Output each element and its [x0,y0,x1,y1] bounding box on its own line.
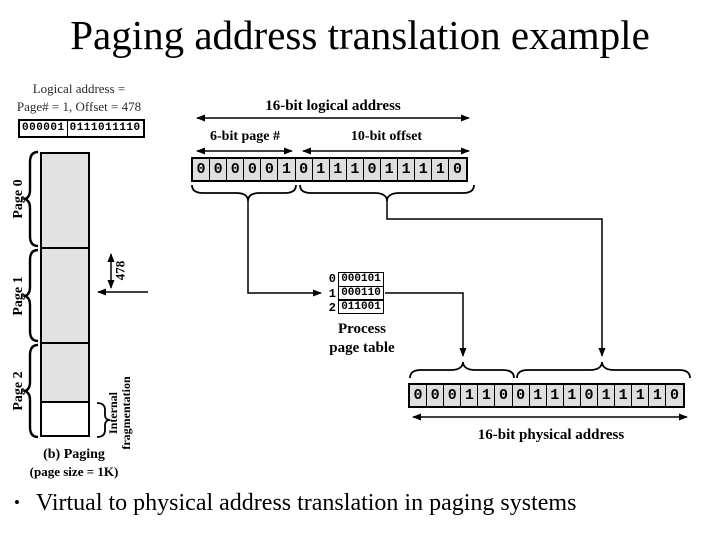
page-table-value: 000101 [338,272,384,287]
internal-fragmentation-segment [42,403,88,435]
logical-page-bits: 000001 [22,122,65,134]
physical-offset-overbrace [516,361,691,379]
logical-bit-cell: 1 [311,159,329,180]
logical-bit-cell: 0 [243,159,261,180]
logical-bit-cell: 1 [328,159,346,180]
logical-address-note-line2: Page# = 1, Offset = 478 [16,99,142,114]
logical-address-span-label: 16-bit logical address [265,98,401,114]
physical-bit-cell: 1 [477,385,495,406]
page-table-caption: Process page table [312,320,412,358]
offset-field-label: 10-bit offset [350,129,423,144]
physical-bit-cell: 1 [545,385,563,406]
logical-bit-cell: 1 [397,159,415,180]
physical-address-bit-row: 0 0 0 1 1 0 0 1 1 1 0 1 1 1 1 0 [408,383,685,408]
logical-address-binary-box: 000001 0111011110 [18,119,145,138]
physical-bit-cell: 1 [460,385,478,406]
physical-bit-cell: 0 [665,385,683,406]
physical-bit-cell: 0 [426,385,444,406]
physical-bit-cell: 0 [579,385,598,406]
internal-fragmentation-label: Internal fragmentation [106,376,133,450]
page-table-caption-line1: Process [337,321,387,337]
page-table-index: 1 [328,286,336,301]
offset-478-label: 478 [112,260,128,281]
logical-bit-cell: 0 [362,159,381,180]
figure-caption-line1: (b) Paging [43,447,105,462]
page-table-row: 1 000110 [325,285,384,301]
page0-brace [21,150,39,248]
logical-bit-cell: 1 [380,159,398,180]
page-table-caption-line2: page table [329,340,395,356]
physical-page-overbrace [409,361,515,379]
bullet-text: Virtual to physical address translation … [35,490,577,516]
logical-bit-cell: 0 [260,159,278,180]
logical-address-note-line1: Logical address = [32,81,126,96]
figure-caption-line2: (page size = 1K) [29,464,119,479]
logical-bit-cell: 1 [414,159,432,180]
physical-bit-cell: 1 [648,385,666,406]
logical-bit-cell: 0 [448,159,466,180]
figure-caption: (b) Paging (page size = 1K) [3,446,145,480]
logical-bit-cell: 0 [294,159,312,180]
physical-address-span-label: 16-bit physical address [477,427,625,443]
page-table-row: 2 011001 [325,299,384,315]
physical-bit-cell: 0 [410,385,427,406]
page2-label: Page 2 [11,371,26,411]
logical-address-bit-row: 0 0 0 0 0 1 0 1 1 1 0 1 1 1 1 0 [191,157,468,182]
physical-bit-cell: 1 [562,385,580,406]
page-table-index: 2 [328,300,336,315]
logical-bit-cell: 1 [431,159,449,180]
process-page-table: 0 000101 1 000110 2 011001 [325,272,384,315]
page-table-value: 011001 [338,299,384,314]
bullet-icon: • [14,493,20,512]
memory-page2-segment [42,344,88,403]
offset-field-underbrace [299,184,475,202]
page1-label: Page 1 [11,276,26,316]
page2-brace [21,343,39,439]
physical-bit-cell: 1 [528,385,546,406]
page-to-table-connector-arrow [247,201,322,297]
physical-bit-cell: 0 [511,385,529,406]
bullet-line: • Virtual to physical address translation… [14,488,714,518]
physical-bit-cell: 1 [597,385,615,406]
memory-page0-segment [42,154,88,249]
logical-bit-cell: 0 [193,159,210,180]
physical-bit-cell: 0 [494,385,512,406]
page-field-underbrace [191,184,297,202]
memory-column [40,152,90,437]
page0-label: Page 0 [11,179,26,219]
logical-bit-cell: 1 [345,159,363,180]
memory-page1-segment [42,249,88,344]
logical-offset-bits: 0111011110 [66,121,143,136]
offset-to-physical-connector-arrow [386,201,606,357]
logical-bit-cell: 0 [209,159,227,180]
page-field-label: 6-bit page # [210,129,280,144]
physical-bit-cell: 0 [443,385,461,406]
logical-bit-cell: 0 [226,159,244,180]
physical-bit-cell: 1 [614,385,632,406]
page-title: Paging address translation example [70,12,650,58]
page1-brace [21,248,39,343]
page-table-index: 0 [328,272,336,287]
logical-bit-cell: 1 [277,159,295,180]
logical-address-note: Logical address = Page# = 1, Offset = 47… [4,80,154,116]
page-table-row: 0 000101 [325,272,384,287]
physical-bit-cell: 1 [631,385,649,406]
page-table-value: 000110 [338,285,384,300]
